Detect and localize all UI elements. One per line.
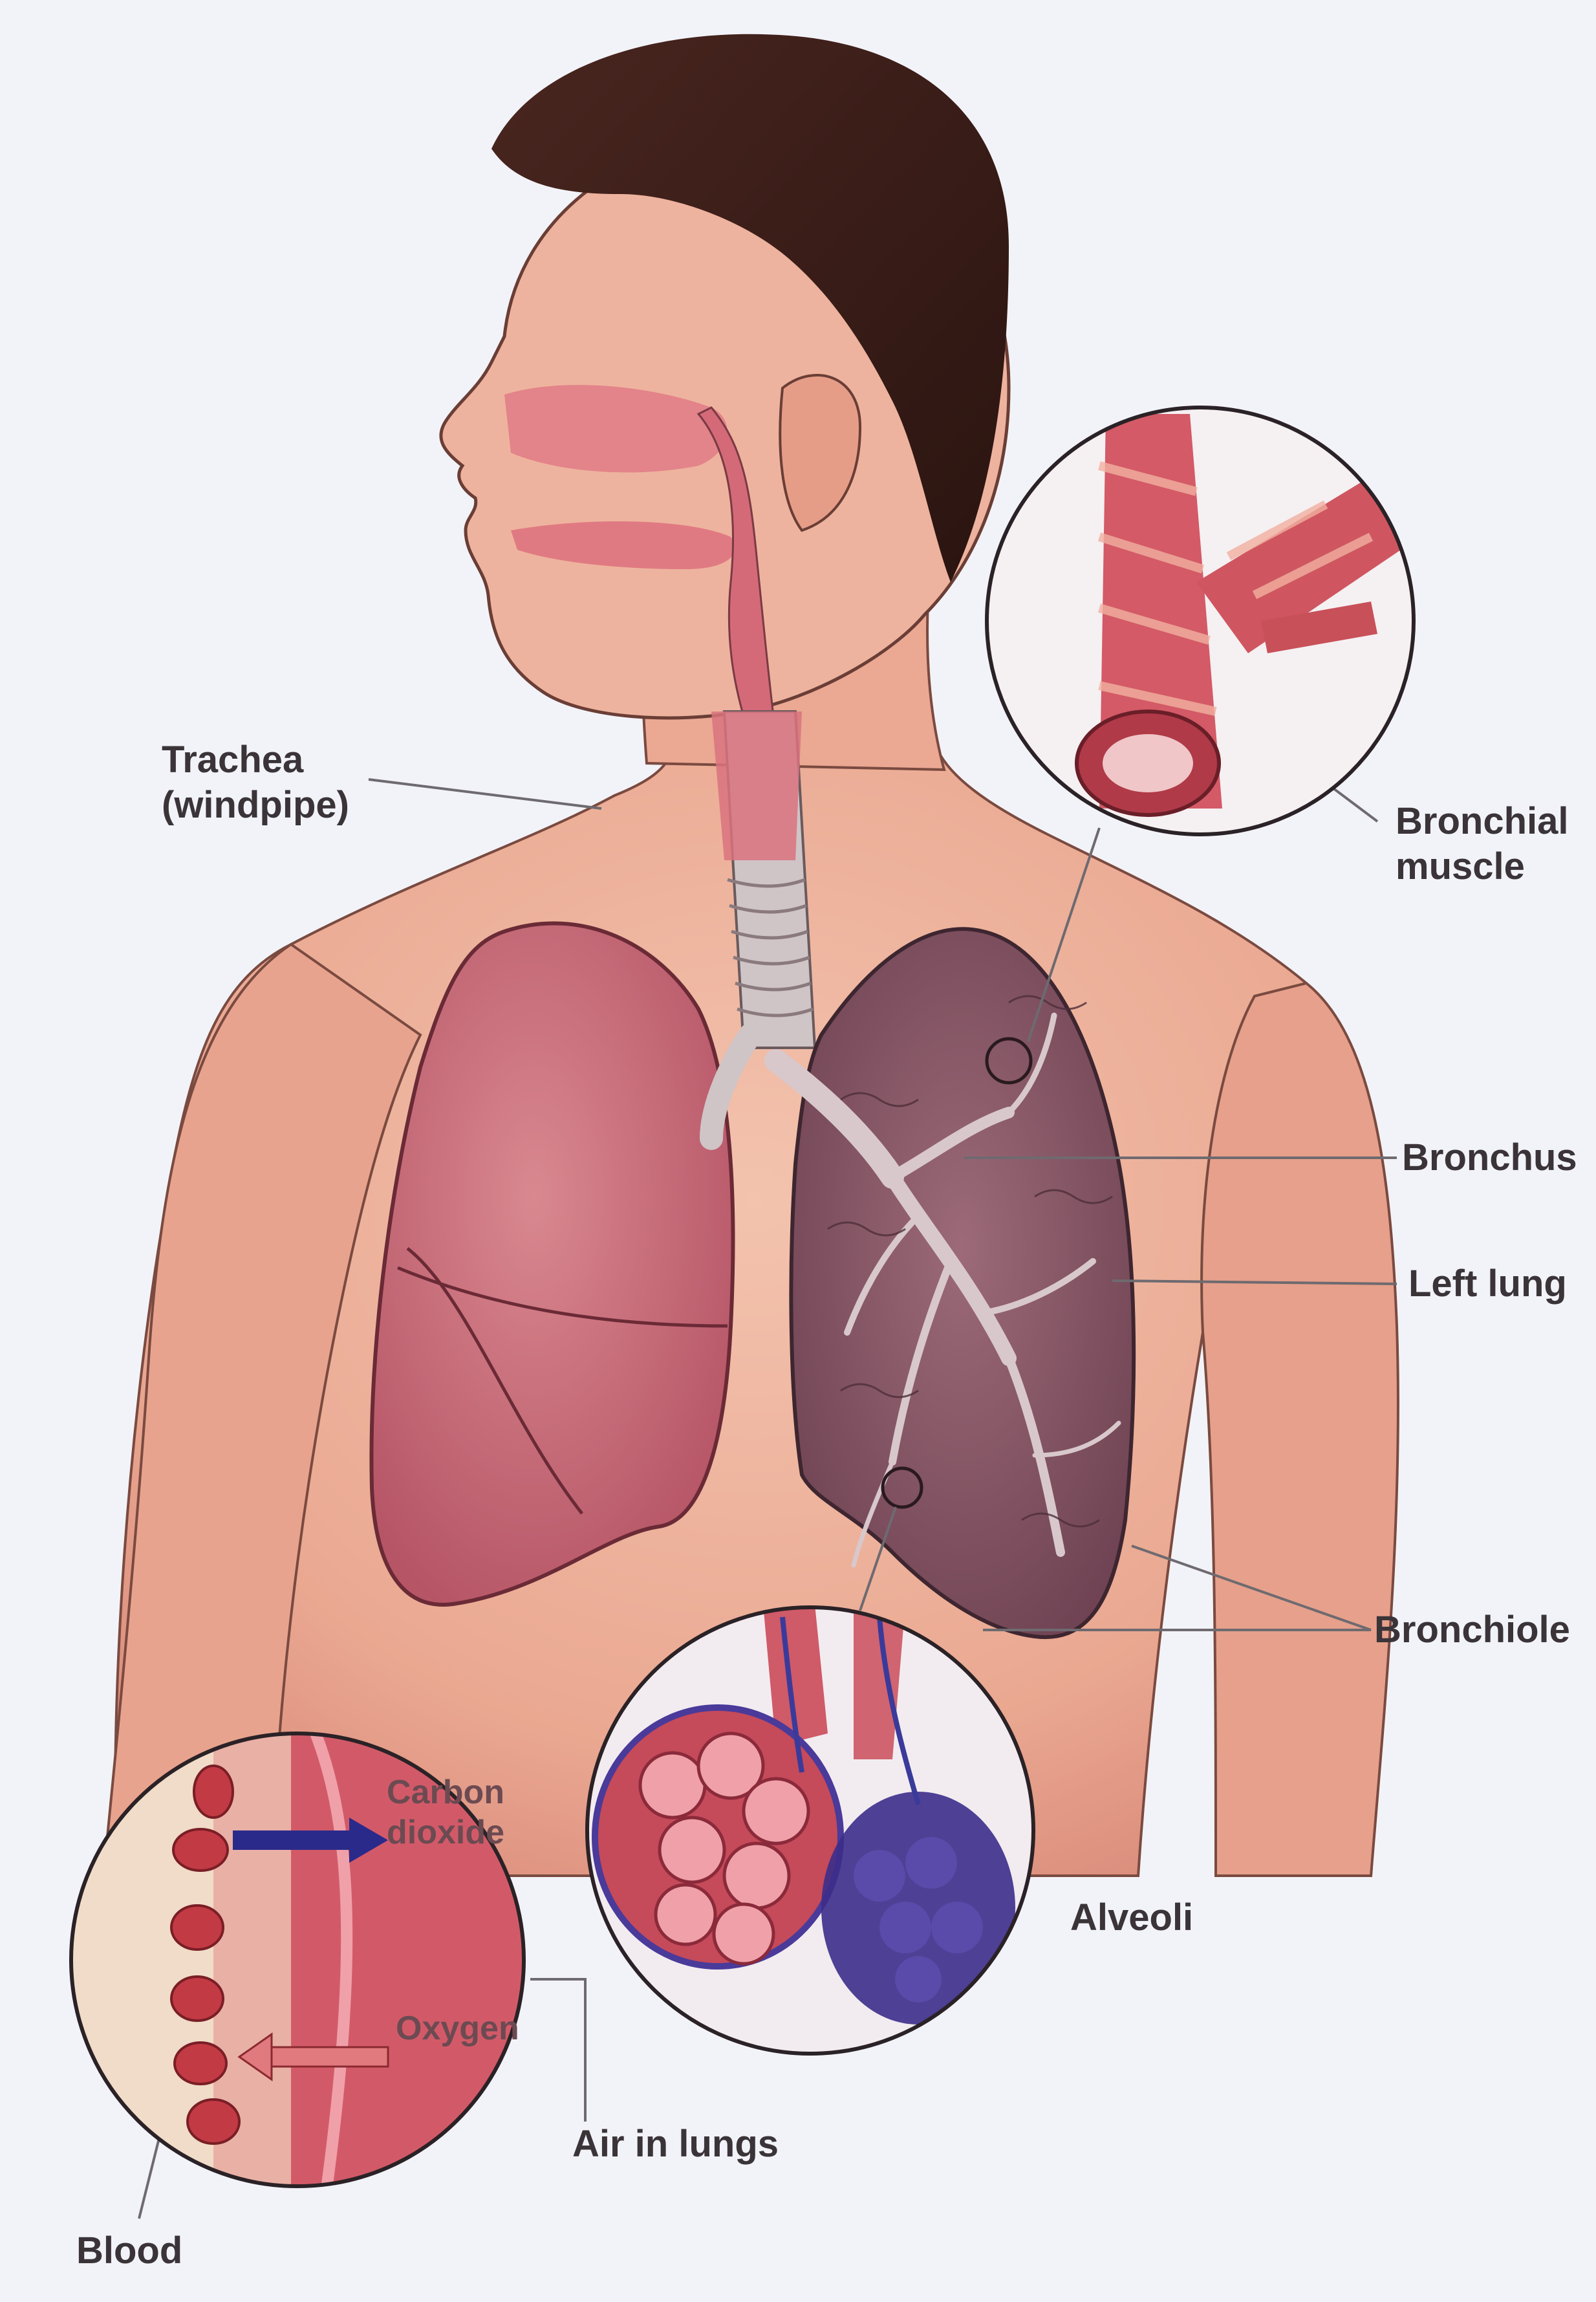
trachea-upper	[711, 711, 802, 860]
label-bronchiole: Bronchiole	[1374, 1607, 1570, 1653]
arm-left	[1202, 983, 1398, 1876]
label-carbon-dioxide: Carbon dioxide	[387, 1772, 504, 1852]
label-trachea-line1: Trachea	[162, 737, 349, 783]
label-oxygen: Oxygen	[396, 2008, 519, 2048]
label-left-lung: Left lung	[1408, 1261, 1567, 1307]
bronchial-muscle-inset	[987, 407, 1449, 834]
label-carbon-line1: Carbon	[387, 1772, 504, 1812]
label-bronchial-line2: muscle	[1396, 844, 1569, 889]
label-bronchial-line1: Bronchial	[1396, 799, 1569, 844]
label-blood: Blood	[76, 2228, 182, 2274]
label-trachea: Trachea (windpipe)	[162, 737, 349, 828]
alveoli-inset	[587, 1604, 1033, 2054]
label-bronchial-muscle: Bronchial muscle	[1396, 799, 1569, 889]
label-bronchus: Bronchus	[1402, 1135, 1577, 1180]
leader-air-in-lungs	[530, 1979, 585, 2122]
label-carbon-line2: dioxide	[387, 1812, 504, 1852]
leader-trachea	[369, 779, 601, 809]
label-alveoli: Alveoli	[1070, 1895, 1193, 1940]
label-trachea-line2: (windpipe)	[162, 783, 349, 828]
label-air-in-lungs: Air in lungs	[572, 2122, 779, 2167]
